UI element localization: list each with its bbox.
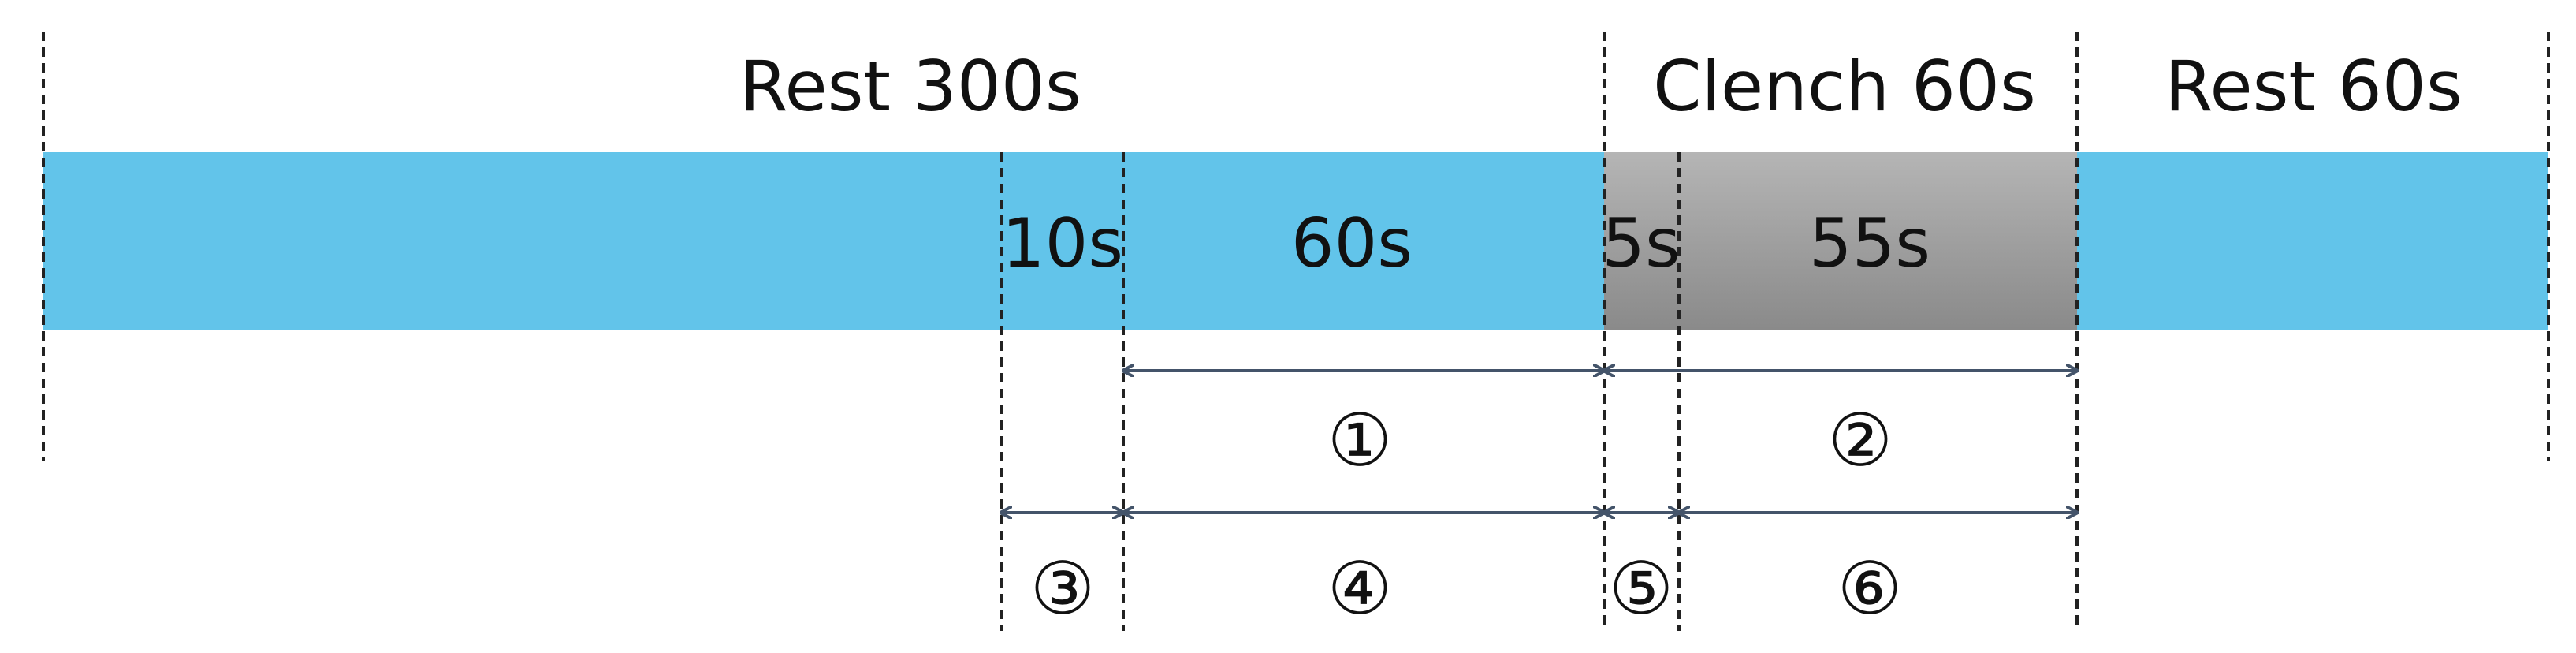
clench-bar xyxy=(1604,152,2077,330)
segment-label-60s: 60s xyxy=(1291,204,1413,283)
phase-label-clench: Clench 60s xyxy=(1653,46,2036,127)
segment-label-55s: 55s xyxy=(1809,204,1930,283)
rest-bar-pre xyxy=(43,152,1604,330)
interval-label-6: ⑥ xyxy=(1837,547,1902,631)
interval-label-5: ⑤ xyxy=(1609,547,1673,631)
segment-label-10s: 10s xyxy=(1002,204,1123,283)
phase-label-rest-post: Rest 60s xyxy=(2165,46,2462,127)
segment-label-5s: 5s xyxy=(1602,204,1681,283)
interval-label-2: ② xyxy=(1828,398,1893,483)
interval-label-4: ④ xyxy=(1327,547,1392,631)
interval-label-1: ① xyxy=(1327,398,1392,483)
interval-label-3: ③ xyxy=(1030,547,1095,631)
phase-label-rest-pre: Rest 300s xyxy=(739,46,1081,127)
rest-bar-post xyxy=(2077,152,2548,330)
